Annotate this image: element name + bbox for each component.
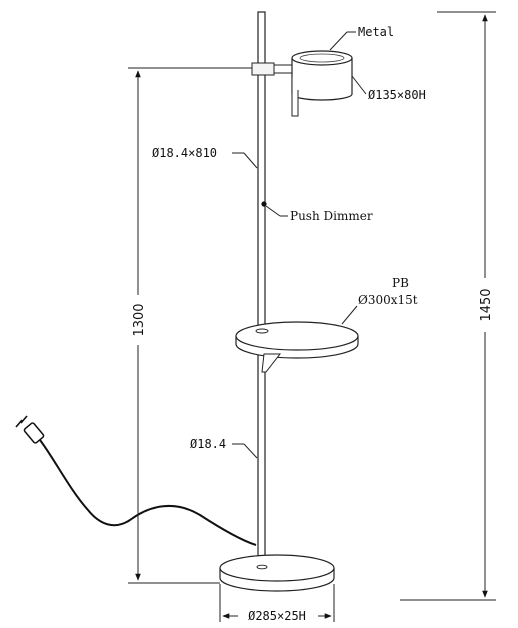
leader-lower-stem: Ø18.4 <box>190 437 258 459</box>
dimension-1450-label: 1450 <box>479 288 494 321</box>
leader-stem: Ø18.4×810 <box>152 146 258 169</box>
leader-dimmer: Push Dimmer <box>265 205 373 223</box>
lamp-base <box>219 554 335 592</box>
label-stem: Ø18.4×810 <box>152 146 217 160</box>
lamp-head <box>251 50 353 117</box>
label-lower-stem: Ø18.4 <box>190 437 226 451</box>
dimension-1300: 1300 <box>128 67 252 584</box>
label-dimmer: Push Dimmer <box>290 209 373 223</box>
leader-tray: PB Ø300x15t <box>341 276 418 325</box>
label-metal: Metal <box>358 25 394 39</box>
dimension-base: Ø285×25H <box>219 584 335 623</box>
dimension-1300-label: 1300 <box>132 303 147 336</box>
lamp-pole <box>257 11 266 568</box>
side-tray <box>235 321 359 373</box>
leader-metal: Metal <box>329 25 394 51</box>
leader-head: Ø135×80H <box>351 75 426 102</box>
label-base: Ø285×25H <box>248 609 306 623</box>
label-tray-material: PB <box>392 276 409 290</box>
power-cable <box>39 439 257 546</box>
label-head: Ø135×80H <box>368 88 426 102</box>
plug-icon <box>15 415 45 444</box>
label-tray-size: Ø300x15t <box>358 293 418 307</box>
dimension-1450: 1450 <box>400 11 496 601</box>
push-dimmer-point <box>261 201 267 207</box>
